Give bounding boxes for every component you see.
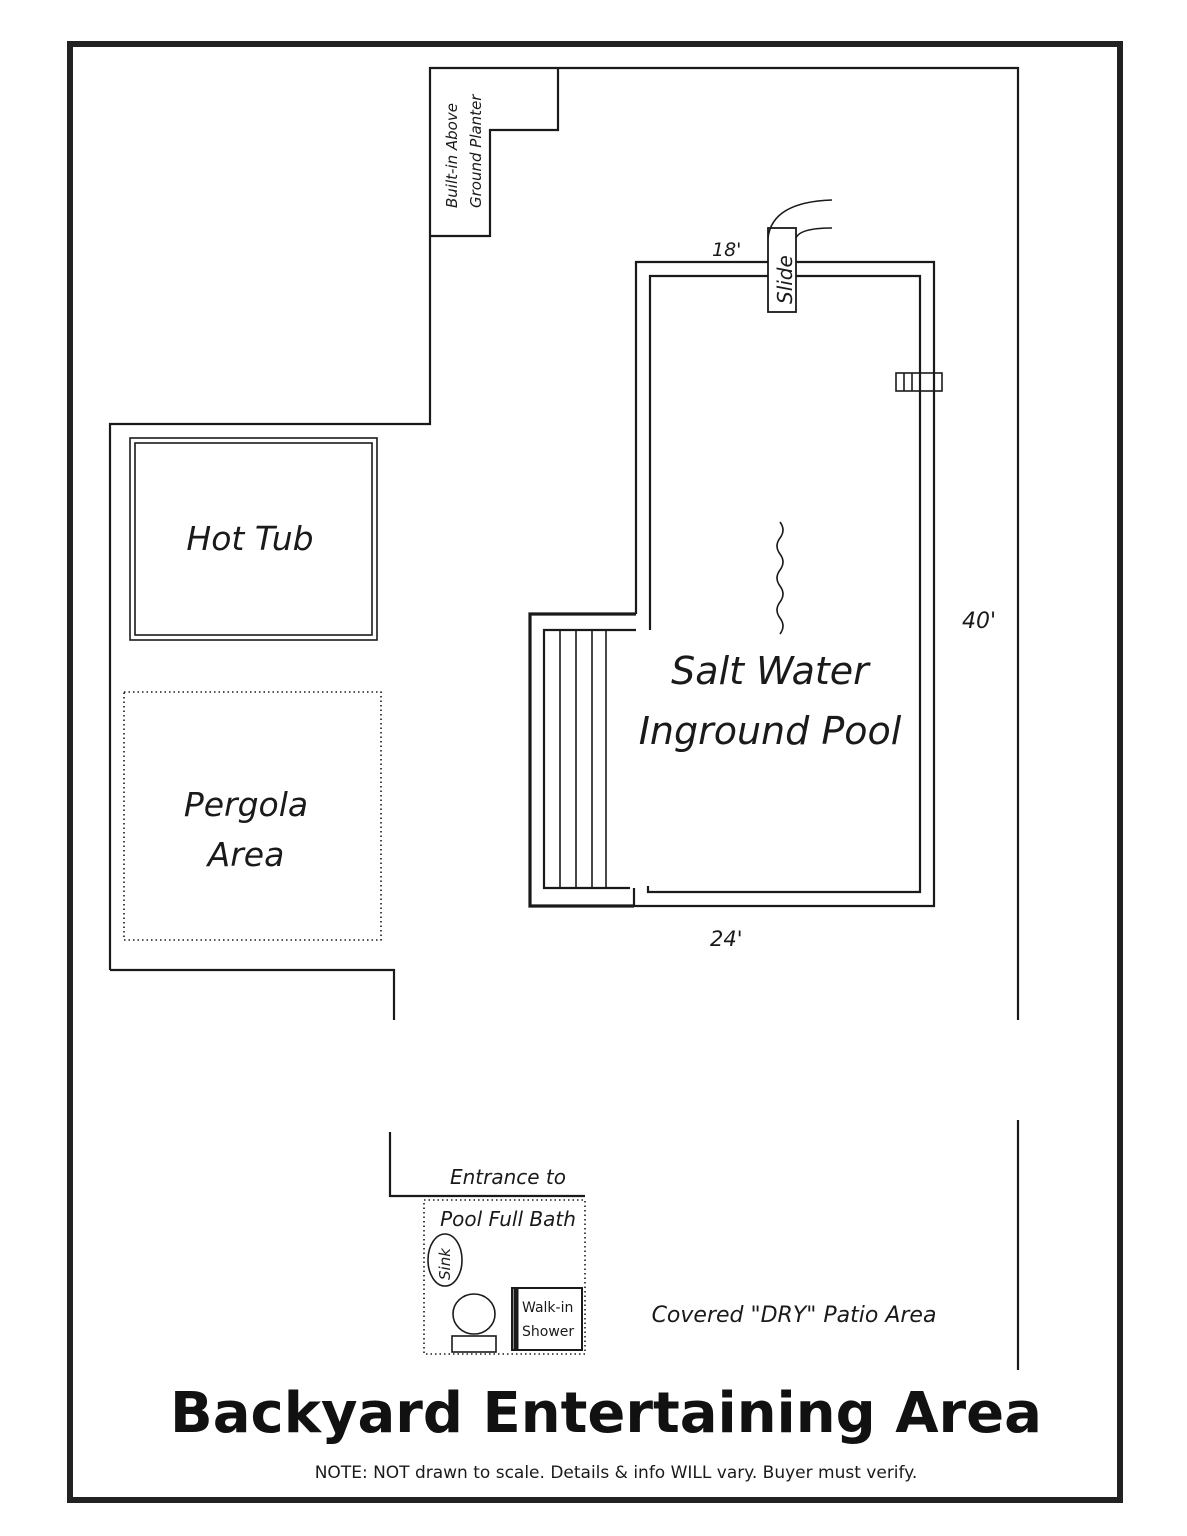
- pool-width-bottom-label: 24': [710, 927, 743, 951]
- planter-label-line1: Built-in Above: [443, 103, 461, 208]
- pool-width-top-label: 18': [712, 239, 741, 261]
- bath-label-line1: Entrance to: [450, 1165, 566, 1189]
- bath-label-line2: Pool Full Bath: [440, 1207, 576, 1231]
- hot-tub: Hot Tub: [129, 437, 378, 641]
- patio-label: Covered "DRY" Patio Area: [652, 1303, 937, 1328]
- shower-label-line2: Shower: [522, 1324, 574, 1340]
- diagram-title: Backyard Entertaining Area: [170, 1381, 1042, 1446]
- pergola-label-line2: Area: [206, 835, 285, 874]
- slide-label: Slide: [773, 255, 797, 304]
- pergola-area: Pergola Area: [123, 691, 382, 941]
- disclaimer-note: NOTE: NOT drawn to scale. Details & info…: [315, 1463, 918, 1483]
- planter-label-line2: Ground Planter: [467, 94, 485, 208]
- pool-label-line2: Inground Pool: [639, 709, 902, 753]
- shower-label-line1: Walk-in: [522, 1300, 573, 1316]
- shower: [511, 1287, 583, 1351]
- page-frame: [67, 41, 1123, 1503]
- sink-icon: [427, 1233, 463, 1287]
- pergola-label-line1: Pergola: [184, 785, 308, 824]
- slide: Slide: [767, 199, 833, 313]
- planter: Built-in Above Ground Planter: [430, 68, 560, 238]
- sink-label: Sink: [436, 1247, 454, 1280]
- hot-tub-label: Hot Tub: [186, 519, 313, 558]
- pool-length-label: 40': [962, 609, 996, 634]
- pool-label-line1: Salt Water: [671, 649, 871, 693]
- toilet-icon: [452, 1293, 496, 1335]
- pool: 18' 40' 24' Salt Water Inground Pool: [528, 239, 996, 951]
- wave-icon: [776, 521, 784, 635]
- boundary-walls: [108, 66, 1020, 1370]
- pool-bath: Entrance to Pool Full Bath Sink Walk-in …: [423, 1165, 586, 1355]
